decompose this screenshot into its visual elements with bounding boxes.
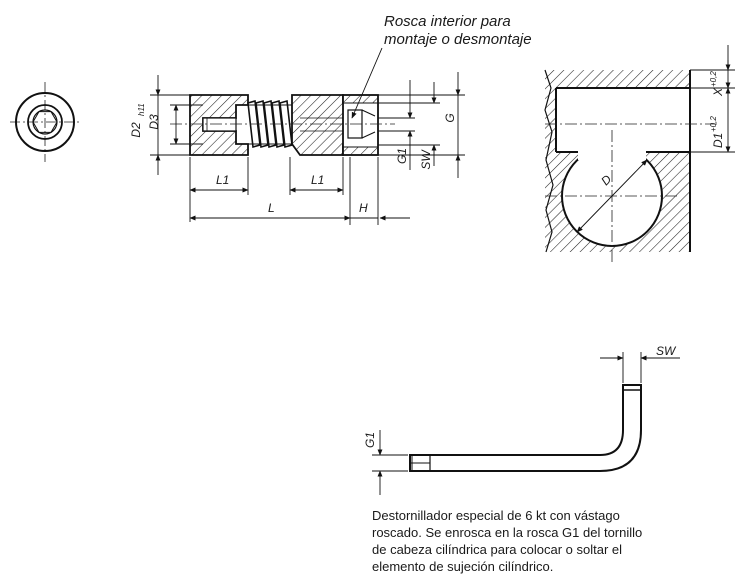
end-view [10, 82, 80, 162]
key-sw-label: SW [656, 344, 677, 358]
dim-l-label: L [268, 201, 275, 215]
dim-l1-right-label: L1 [311, 173, 324, 187]
dim-h-label: H [359, 201, 368, 215]
description-line-1: Destornillador especial de 6 kt con vást… [372, 508, 620, 523]
dim-g-label: G [443, 113, 457, 122]
installation-view [544, 45, 735, 262]
section-dimensions [150, 72, 465, 225]
dim-d2-label: D2 [129, 122, 143, 138]
callout-line-1: Rosca interior para [384, 13, 511, 30]
description-line-2: roscado. Se enrosca en la rosca G1 del t… [372, 525, 642, 540]
dim-l1-left-label: L1 [216, 173, 229, 187]
description-line-3: de cabeza cilíndrica para colocar o solt… [372, 542, 622, 557]
dim-g1-label: G1 [395, 148, 409, 164]
key-g1-label: G1 [363, 432, 377, 448]
dim-d1-label: D1 [711, 133, 725, 148]
hex-key [372, 352, 680, 495]
callout-line-2: montaje o desmontaje [384, 31, 532, 48]
dim-d2-tolerance: h11 [137, 103, 146, 116]
section-view [170, 47, 395, 156]
dim-x-label: X [711, 87, 725, 97]
dim-d3-label: D3 [147, 114, 161, 130]
dim-d1-tolerance: +0,2 [709, 116, 718, 132]
dim-x-tolerance: +0,2 [709, 71, 718, 87]
description-line-4: elemento de sujeción cilíndrico. [372, 559, 553, 574]
dim-sw-label: SW [419, 149, 433, 170]
